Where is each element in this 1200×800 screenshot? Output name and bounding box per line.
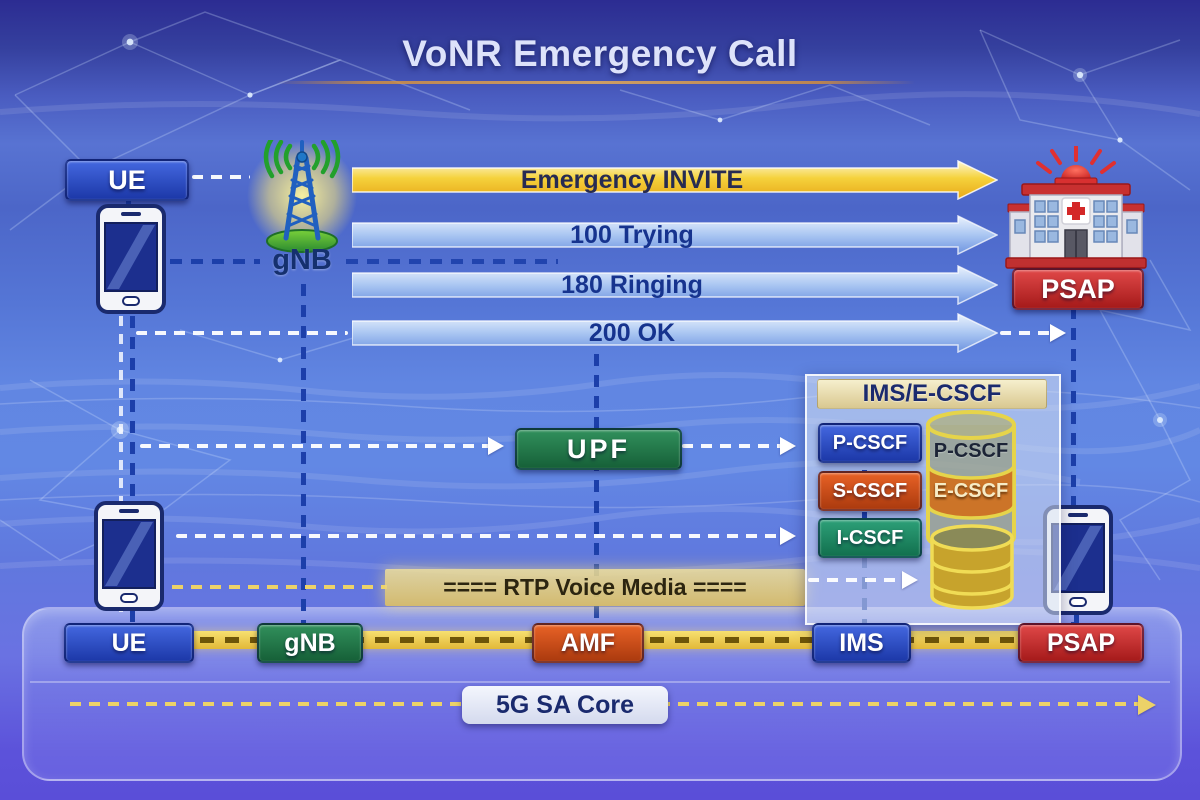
pcscf-arrowhead: [780, 437, 796, 455]
gnb-lifeline: [301, 284, 306, 624]
ok-right-arrowhead: [1050, 324, 1066, 342]
ims-bottom-box: IMS: [812, 623, 911, 663]
upf-box: UPF: [515, 428, 682, 470]
db-arrowhead: [902, 571, 918, 589]
ringing-arrow: [352, 265, 998, 305]
smartphone-icon: [96, 204, 166, 314]
ue-lifeline: [130, 316, 135, 624]
page-title: VoNR Emergency Call: [402, 33, 798, 74]
trying-arrow: [352, 215, 998, 255]
smartphone-icon: [94, 501, 164, 611]
pcscf-box: P-CSCF: [818, 423, 922, 463]
ue-top-box: UE: [65, 159, 189, 201]
cylinder-ecscf-label: E-CSCF: [933, 480, 1009, 502]
ue-bottom-box: UE: [64, 623, 194, 663]
psap-top-box: PSAP: [1012, 268, 1144, 310]
ue-to-icscf-dash: [176, 534, 782, 538]
emergency-building-icon: [1005, 146, 1147, 269]
ue-to-gnb-dash: [192, 175, 250, 179]
psap-phone-connector: [1074, 615, 1079, 623]
ringing-arrow-label: 180 Ringing: [561, 270, 703, 299]
amf-bottom-box: AMF: [532, 623, 644, 663]
scscf-box: S-CSCF: [818, 471, 922, 511]
platform-edge: [30, 681, 1170, 683]
ue-lifeline-white: [119, 316, 123, 612]
ok-right-dash: [1000, 331, 1052, 335]
psap-lifeline: [1071, 307, 1076, 624]
database-icon: [930, 524, 1014, 610]
emergency-invite-arrow: [352, 160, 998, 200]
cylinder-pcscf-label: P-CSCF: [933, 440, 1009, 462]
psap-bottom-box: PSAP: [1018, 623, 1144, 663]
icscf-box: I-CSCF: [818, 518, 922, 558]
rtp-to-db-dash: [808, 578, 904, 582]
core-arrowhead: [1138, 695, 1156, 715]
icscf-arrowhead: [780, 527, 796, 545]
trying-arrow-label: 100 Trying: [570, 220, 694, 249]
upf-to-pcscf-dash: [682, 444, 782, 448]
gnb-right-dash: [346, 259, 558, 264]
gnb-label: gNB: [272, 244, 332, 276]
ue-to-upf-dash: [140, 444, 490, 448]
upf-arrowhead: [488, 437, 504, 455]
rtp-media-band: ==== RTP Voice Media ====: [385, 569, 805, 606]
ok-arrow-label: 200 OK: [588, 318, 676, 347]
ok-left-dash: [136, 331, 348, 335]
cell-tower-icon: [247, 140, 357, 253]
amf-lifeline: [594, 354, 599, 624]
invite-arrow-label: Emergency INVITE: [520, 165, 744, 194]
smartphone-icon: [1043, 505, 1113, 615]
cscf-cylinder-icon: [926, 410, 1016, 552]
title-divider: [275, 81, 915, 84]
gnb-bottom-box: gNB: [257, 623, 363, 663]
rtp-left-dash: [172, 585, 387, 589]
core-label-box: 5G SA Core: [462, 686, 668, 724]
ok-arrow: [352, 313, 998, 353]
phone-to-gnb-dash: [170, 259, 260, 264]
ims-panel-header: IMS/E-CSCF: [817, 379, 1047, 409]
